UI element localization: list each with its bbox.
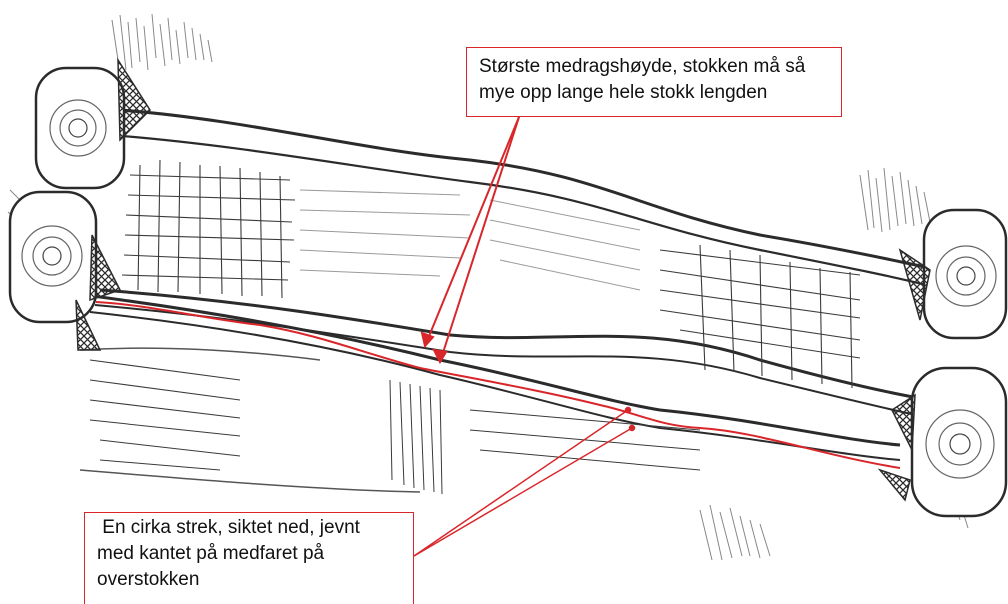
callout-max-gap-height: Største medragshøyde, stokken må så mye … xyxy=(466,47,842,117)
callout-scribe-line: En cirka strek, siktet ned, jevnt med ka… xyxy=(84,512,414,604)
bottom-callout-leaders xyxy=(414,408,635,557)
callout-top-line-1: Største medragshøyde, stokken må så xyxy=(479,54,831,80)
lower-log xyxy=(80,295,900,494)
callout-top-line-2: mye opp lange hele stokk lengden xyxy=(479,80,831,106)
callout-bottom-line-1: En cirka strek, siktet ned, jevnt xyxy=(97,515,403,541)
upper-log xyxy=(95,110,930,418)
corner-notches xyxy=(76,60,930,500)
callout-bottom-line-3: overstokken xyxy=(97,567,403,593)
log-end-bottom-right xyxy=(912,368,1006,516)
log-end-top-right xyxy=(924,210,1006,338)
log-ends xyxy=(10,68,1006,516)
log-end-mid-left xyxy=(10,192,96,322)
top-callout-leaders xyxy=(422,117,519,362)
log-end-top-left xyxy=(36,68,124,188)
callout-bottom-line-2: med kantet på medfaret på xyxy=(97,541,403,567)
